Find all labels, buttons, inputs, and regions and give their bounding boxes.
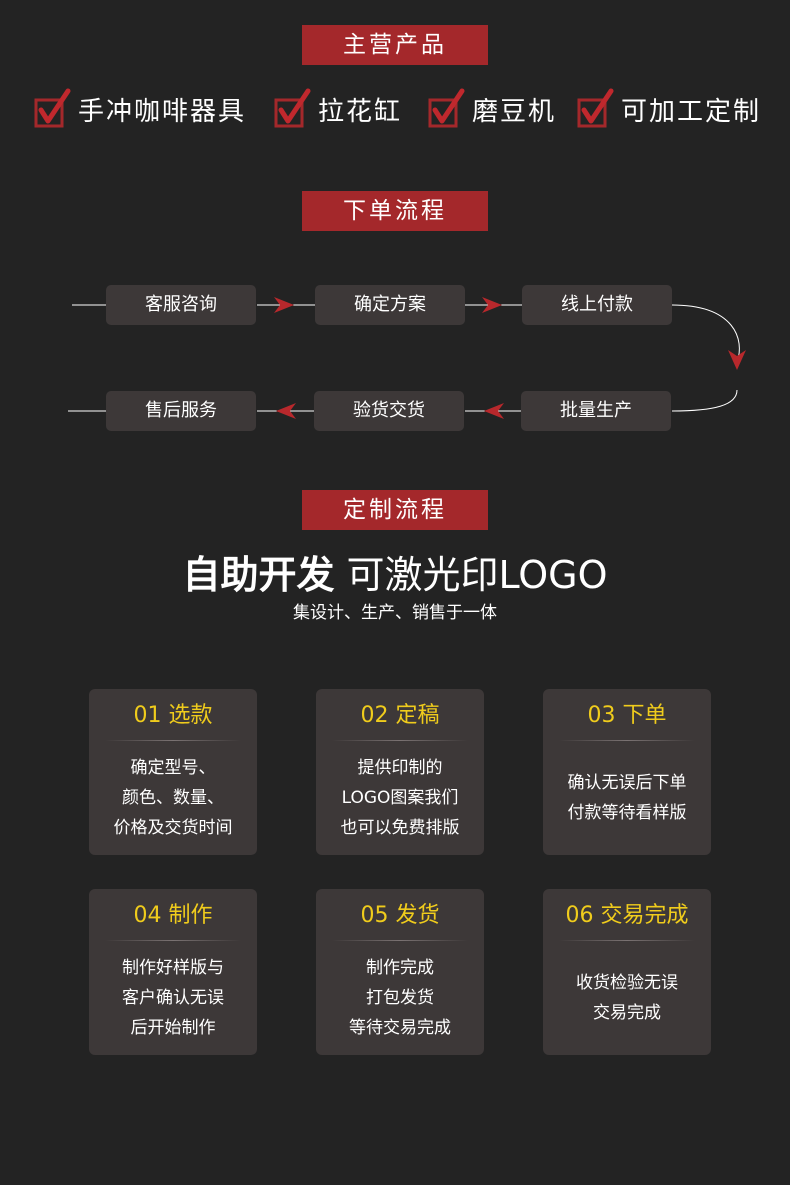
product-item-coffee-tools: 手冲咖啡器具 [34,84,246,134]
card-line: 付款等待看样版 [567,803,687,823]
card-title: 02 定稿 [360,703,440,728]
card-body: 确认无误后下单 付款等待看样版 [543,741,711,855]
checkmark-icon [577,88,614,128]
connector-curve [671,304,740,363]
flow-step-production: 批量生产 [521,391,671,431]
card-title: 01 选款 [133,703,213,728]
step-card-order: 03 下单 确认无误后下单 付款等待看样版 [543,689,711,855]
card-body: 收货检验无误 交易完成 [543,941,711,1055]
order-flow: 客服咨询 确定方案 线上付款 批量生产 验货交货 售后服务 [0,270,790,450]
arrow-left-icon [484,403,504,419]
card-title: 06 交易完成 [565,903,689,928]
card-divider [105,940,241,941]
card-title: 03 下单 [587,703,667,728]
card-line: 打包发货 [366,988,434,1008]
product-item-customizable: 可加工定制 [577,84,761,134]
card-line: 制作好样版与 [122,958,224,978]
flow-step-consult: 客服咨询 [106,285,256,325]
product-item-grinder: 磨豆机 [428,84,556,134]
product-item-milk-pitcher: 拉花缸 [274,84,402,134]
card-title: 05 发货 [360,903,440,928]
card-divider [332,740,468,741]
headline-bold: 自助开发 [182,553,335,597]
section-title-custom-flow: 定制流程 [302,490,488,530]
flow-connectors [68,297,746,419]
card-line: 交易完成 [593,1003,661,1023]
headline-light: 可激光印LOGO [346,553,608,597]
checkmark-icon [428,88,465,128]
product-label: 手冲咖啡器具 [78,96,247,127]
card-body: 提供印制的 LOGO图案我们 也可以免费排版 [316,741,484,855]
arrow-right-icon [482,297,502,313]
flow-step-delivery: 验货交货 [314,391,464,431]
card-line: 收货检验无误 [576,973,678,993]
card-line: 制作完成 [366,958,434,978]
connector-curve [671,389,738,412]
card-divider [559,740,695,741]
flow-step-plan: 确定方案 [315,285,465,325]
card-body: 制作好样版与 客户确认无误 后开始制作 [89,941,257,1055]
arrow-down-icon [728,350,746,370]
card-divider [105,740,241,741]
arrow-left-icon [276,403,296,419]
card-line: LOGO图案我们 [341,788,459,808]
card-body: 确定型号、 颜色、数量、 价格及交货时间 [89,741,257,855]
card-divider [559,940,695,941]
step-card-finalize: 02 定稿 提供印制的 LOGO图案我们 也可以免费排版 [316,689,484,855]
arrow-right-icon [274,297,294,313]
product-label: 拉花缸 [318,96,403,127]
card-line: 客户确认无误 [122,988,224,1008]
checkmark-icon [274,88,311,128]
card-title: 04 制作 [133,903,213,928]
card-line: 等待交易完成 [349,1018,451,1038]
custom-headline: 自助开发可激光印LOGO [0,550,790,600]
card-body: 制作完成 打包发货 等待交易完成 [316,941,484,1055]
step-card-select: 01 选款 确定型号、 颜色、数量、 价格及交货时间 [89,689,257,855]
card-line: 确定型号、 [130,758,216,778]
card-line: 确认无误后下单 [567,773,687,793]
card-line: 颜色、数量、 [122,788,224,808]
card-line: 价格及交货时间 [113,818,233,838]
step-card-complete: 06 交易完成 收货检验无误 交易完成 [543,889,711,1055]
product-label: 磨豆机 [472,96,557,127]
step-card-produce: 04 制作 制作好样版与 客户确认无误 后开始制作 [89,889,257,1055]
card-line: 也可以免费排版 [340,818,460,838]
custom-subline: 集设计、生产、销售于一体 [293,603,497,623]
product-list: 手冲咖啡器具 拉花缸 磨豆机 可加工定制 [0,84,790,134]
flow-step-after-sales: 售后服务 [106,391,256,431]
flow-step-payment: 线上付款 [522,285,672,325]
step-card-ship: 05 发货 制作完成 打包发货 等待交易完成 [316,889,484,1055]
checkmark-icon [34,88,71,128]
section-title-order-flow: 下单流程 [302,191,488,231]
card-line: 提供印制的 [357,758,443,778]
card-divider [332,940,468,941]
card-line: 后开始制作 [130,1018,216,1038]
section-title-products: 主营产品 [302,25,488,65]
product-label: 可加工定制 [621,96,762,127]
